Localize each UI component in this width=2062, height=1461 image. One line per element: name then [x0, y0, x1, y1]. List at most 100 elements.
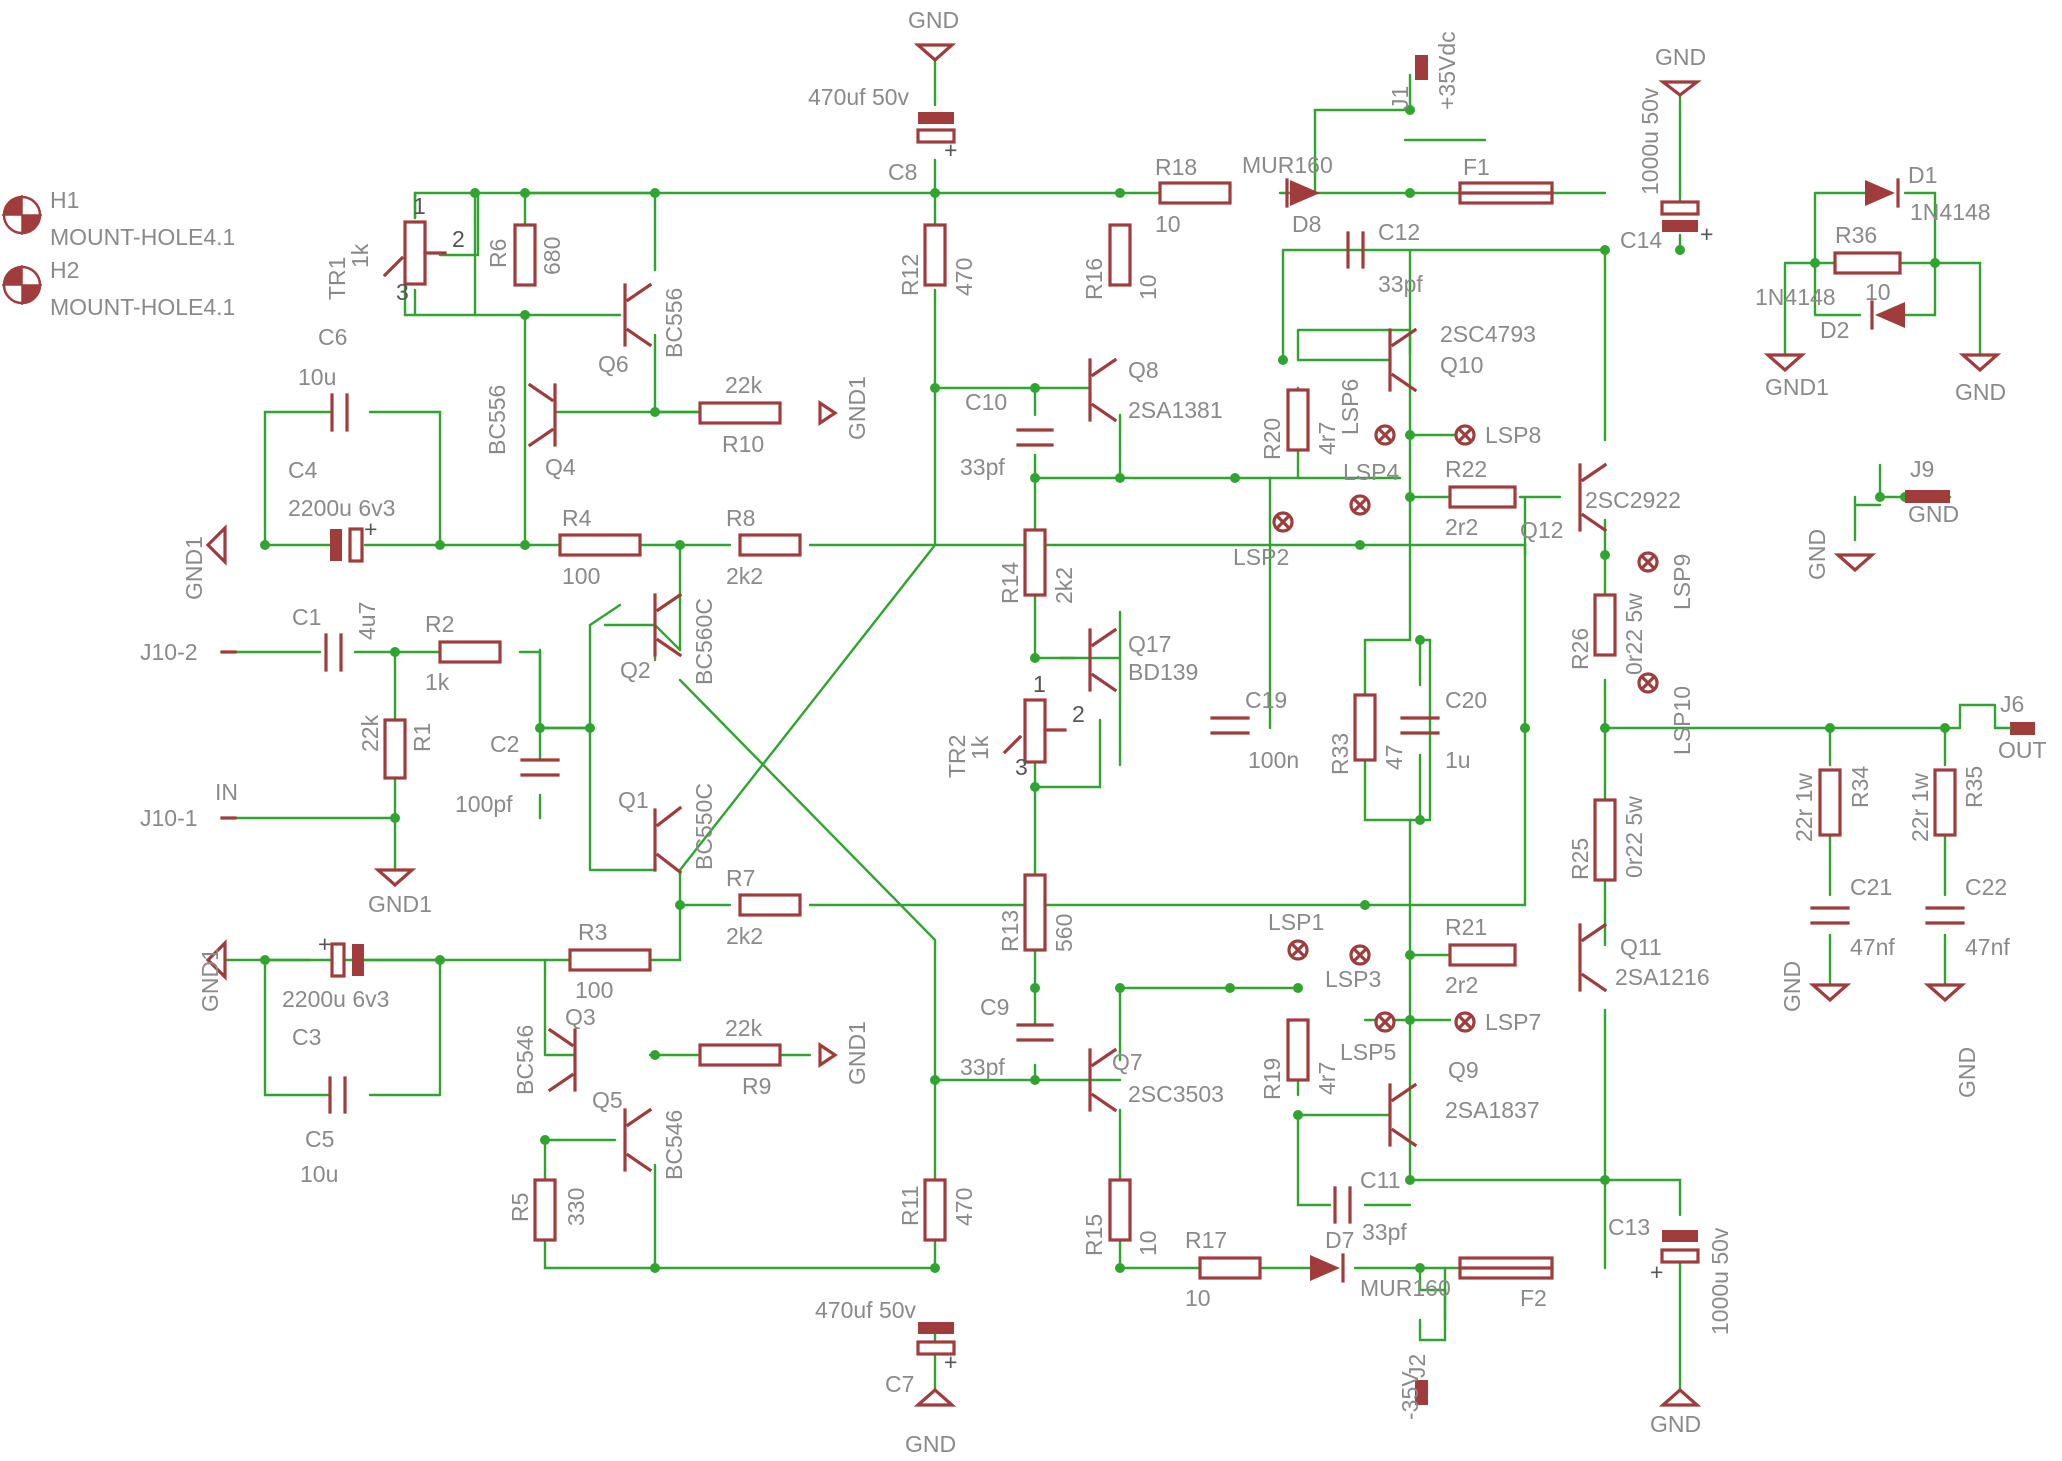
svg-text:TR2: TR2 — [944, 735, 970, 778]
svg-text:2SA1381: 2SA1381 — [1128, 397, 1223, 423]
capacitor-c11: C11 33pf — [1333, 1167, 1407, 1245]
svg-text:Q11: Q11 — [1620, 934, 1662, 960]
capacitor-c22: C22 47nf — [1925, 874, 2010, 960]
resistor-r5: R5 330 — [507, 1178, 589, 1242]
transistor-q10: 2SC4793 Q10 — [1388, 321, 1536, 393]
h1-ref: H1 — [50, 187, 79, 213]
resistor-r22: R22 2r2 — [1445, 456, 1517, 540]
svg-text:C4: C4 — [288, 457, 318, 483]
svg-text:R9: R9 — [742, 1073, 771, 1099]
svg-text:GND1: GND1 — [181, 536, 207, 600]
svg-text:C2: C2 — [490, 731, 519, 757]
svg-text:C3: C3 — [292, 1024, 321, 1050]
transistor-q4: Q4 BC556 — [484, 382, 576, 480]
diode-d2: 1N4148 D2 — [1755, 284, 1905, 343]
svg-text:R33: R33 — [1327, 733, 1353, 775]
svg-text:Q8: Q8 — [1128, 357, 1159, 383]
capacitor-c3: + 2200u 6v3 C3 — [282, 931, 389, 1050]
svg-text:C9: C9 — [980, 994, 1009, 1020]
svg-text:LSP2: LSP2 — [1233, 544, 1289, 570]
svg-text:C13: C13 — [1608, 1214, 1650, 1240]
svg-text:D2: D2 — [1820, 317, 1849, 343]
svg-text:BC546: BC546 — [512, 1025, 538, 1095]
svg-text:4r7: 4r7 — [1314, 1062, 1340, 1095]
resistor-r34: 22r 1w R34 — [1791, 766, 1873, 842]
svg-text:LSP5: LSP5 — [1340, 1039, 1396, 1065]
svg-text:C21: C21 — [1850, 874, 1892, 900]
svg-text:47nf: 47nf — [1965, 934, 2010, 960]
resistor-r2: R2 1k — [425, 611, 502, 695]
h2-value: MOUNT-HOLE4.1 — [50, 294, 235, 320]
svg-text:+35Vdc: +35Vdc — [1434, 31, 1460, 110]
svg-text:100: 100 — [575, 977, 613, 1003]
lsp4: LSP4 — [1343, 459, 1399, 516]
svg-text:F2: F2 — [1520, 1285, 1547, 1311]
svg-text:33pf: 33pf — [960, 1054, 1005, 1080]
lsp1: LSP1 — [1268, 909, 1324, 961]
resistor-r25: R25 0r22 5w — [1567, 796, 1647, 882]
svg-text:C7: C7 — [885, 1371, 914, 1397]
diode-d7: D7 MUR160 — [1310, 1227, 1451, 1301]
resistor-r8: R8 2k2 — [726, 505, 802, 589]
svg-text:C20: C20 — [1445, 687, 1487, 713]
svg-text:GND1: GND1 — [1765, 374, 1829, 400]
svg-text:C22: C22 — [1965, 874, 2007, 900]
resistor-r17: R17 10 — [1185, 1227, 1262, 1311]
svg-text:2200u 6v3: 2200u 6v3 — [282, 986, 389, 1012]
gnd1-c3: GND1 — [197, 939, 227, 1012]
svg-text:R6: R6 — [485, 239, 511, 268]
svg-text:C19: C19 — [1245, 687, 1287, 713]
diode-d8: MUR160 D8 — [1242, 152, 1333, 237]
svg-text:R19: R19 — [1259, 1058, 1285, 1100]
svg-text:0r22 5w: 0r22 5w — [1621, 796, 1647, 878]
svg-text:-35V: -35V — [1397, 1371, 1423, 1420]
svg-text:R7: R7 — [726, 865, 755, 891]
svg-text:470uf 50v: 470uf 50v — [815, 1297, 917, 1323]
svg-text:47nf: 47nf — [1850, 934, 1895, 960]
gnd1-r1: GND1 — [368, 868, 432, 917]
svg-text:R18: R18 — [1155, 154, 1197, 180]
transistor-q11: Q11 2SA1216 — [1578, 922, 1710, 993]
svg-text:4u7: 4u7 — [354, 602, 380, 640]
svg-text:C5: C5 — [305, 1126, 334, 1152]
svg-text:C8: C8 — [888, 159, 917, 185]
svg-text:R26: R26 — [1567, 628, 1593, 670]
svg-text:470uf 50v: 470uf 50v — [808, 84, 910, 110]
svg-text:+: + — [944, 137, 957, 163]
svg-text:Q2: Q2 — [620, 657, 651, 683]
svg-text:10: 10 — [1135, 1230, 1161, 1256]
capacitor-c1: C1 4u7 — [292, 602, 380, 672]
gnd1-d2: GND1 — [1763, 353, 1829, 400]
lsp9: LSP9 — [1637, 551, 1695, 610]
fuse-f1: F1 — [1458, 154, 1554, 205]
svg-text:2k2: 2k2 — [1051, 567, 1077, 604]
svg-text:10: 10 — [1155, 211, 1181, 237]
svg-text:2SC2922: 2SC2922 — [1585, 487, 1681, 513]
svg-text:22r 1w: 22r 1w — [1907, 773, 1933, 842]
resistor-r33: R33 47 — [1327, 693, 1407, 775]
svg-text:R34: R34 — [1847, 766, 1873, 808]
svg-text:R14: R14 — [997, 562, 1023, 604]
svg-text:C1: C1 — [292, 604, 321, 630]
svg-text:33pf: 33pf — [1362, 1219, 1407, 1245]
capacitor-c10: C10 33pf — [960, 389, 1054, 480]
resistor-r35: 22r 1w R35 — [1907, 766, 1987, 842]
svg-text:1: 1 — [1033, 671, 1046, 697]
resistor-r15: R15 10 — [1081, 1178, 1161, 1256]
svg-text:LSP3: LSP3 — [1325, 966, 1381, 992]
svg-text:1N4148: 1N4148 — [1910, 199, 1991, 225]
svg-text:D7: D7 — [1325, 1227, 1354, 1253]
svg-text:22k: 22k — [357, 714, 383, 752]
svg-text:1k: 1k — [425, 669, 450, 695]
svg-text:LSP1: LSP1 — [1268, 909, 1324, 935]
transistor-q6: Q6 BC556 — [598, 282, 687, 377]
capacitor-c20: C20 1u — [1400, 687, 1487, 773]
transistor-q3: Q3 BC546 — [512, 1004, 596, 1095]
resistor-r19: R19 4r7 — [1259, 1018, 1340, 1100]
connector-j1: J1 +35Vdc — [1387, 31, 1460, 110]
svg-text:R35: R35 — [1961, 766, 1987, 808]
gnd1-r10: GND1 — [818, 376, 870, 440]
svg-text:R5: R5 — [507, 1193, 533, 1222]
svg-text:GND1: GND1 — [368, 891, 432, 917]
